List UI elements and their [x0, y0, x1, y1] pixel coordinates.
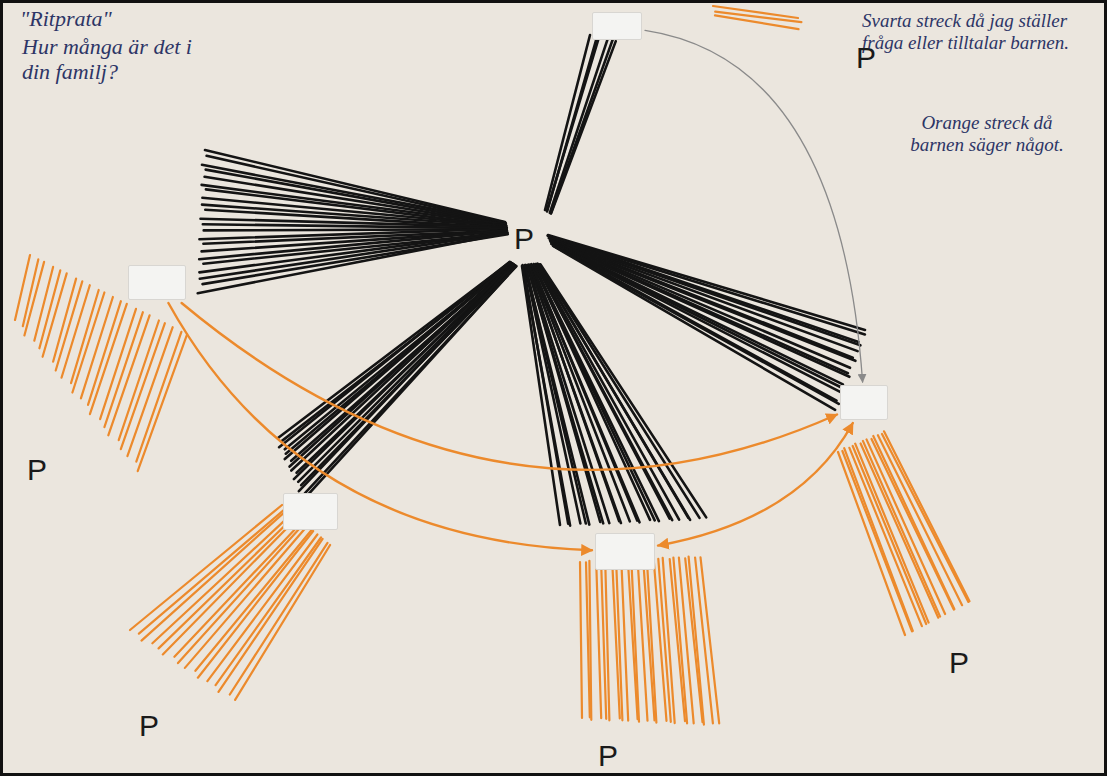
pen-stroke — [689, 557, 704, 725]
pen-stroke — [621, 560, 628, 721]
pen-stroke — [605, 560, 609, 720]
pen-stroke — [195, 530, 311, 671]
pen-stroke — [279, 262, 510, 447]
pen-stroke — [108, 315, 149, 435]
pen-stroke — [138, 334, 187, 471]
pen-stroke — [631, 559, 639, 722]
pen-stroke — [159, 516, 295, 649]
child-mark: P — [949, 646, 969, 679]
pen-stroke — [580, 562, 582, 718]
pen-stroke — [884, 431, 970, 601]
pen-stroke — [552, 242, 849, 376]
name-box: P — [283, 493, 338, 530]
legend-note: Orange streck då barnen säger något. — [902, 112, 1072, 156]
pen-stroke — [198, 233, 506, 293]
pen-stroke — [551, 41, 616, 213]
pen-stroke — [873, 436, 954, 609]
pen-stroke — [541, 264, 707, 517]
pen-stroke — [838, 452, 905, 635]
pen-stroke — [878, 435, 962, 605]
pen-stroke — [551, 240, 856, 361]
orange-stroke-fan — [713, 6, 801, 29]
sketch-title: "Ritprata" — [20, 6, 112, 31]
pen-stroke — [81, 297, 113, 398]
pen-stroke — [291, 264, 513, 471]
pen-stroke — [199, 232, 506, 273]
pen-stroke — [230, 543, 328, 695]
teacher-mark: P — [512, 222, 536, 255]
legend-note: Svarta streck då jag ställer fråga eller… — [862, 10, 1092, 54]
pen-stroke — [529, 265, 621, 524]
pen-stroke — [882, 434, 968, 602]
pen-stroke — [185, 526, 307, 668]
pen-stroke — [531, 264, 639, 522]
pen-stroke — [553, 246, 835, 410]
orange-stroke-fan — [580, 557, 719, 725]
pen-stroke — [701, 557, 720, 723]
pen-stroke — [534, 264, 659, 521]
question-note: Hur många är det i din familj? — [22, 34, 222, 85]
pen-stroke — [553, 246, 838, 404]
child-mark: P — [139, 709, 159, 742]
pen-stroke — [203, 224, 506, 228]
pen-stroke — [548, 235, 865, 330]
pen-stroke — [294, 264, 513, 479]
pen-stroke — [305, 266, 516, 498]
pen-stroke — [285, 263, 511, 459]
pen-stroke — [136, 332, 181, 462]
pen-stroke — [216, 538, 321, 686]
child-mark: P — [27, 453, 47, 486]
name-box: P — [595, 533, 655, 570]
orange-stroke-fan — [838, 431, 970, 635]
black-stroke-fan — [545, 35, 616, 213]
talk-arrow — [645, 30, 863, 382]
pen-stroke — [24, 262, 44, 336]
pen-stroke — [207, 535, 317, 682]
pen-stroke — [139, 508, 286, 634]
pen-stroke — [15, 255, 30, 320]
child-mark: P — [856, 41, 876, 74]
pen-stroke — [715, 15, 799, 29]
pen-stroke — [547, 38, 599, 211]
name-box: P — [128, 265, 186, 300]
black-stroke-fan — [548, 235, 865, 410]
pen-stroke — [200, 233, 507, 279]
pen-stroke — [685, 558, 702, 722]
talk-arrow — [182, 303, 837, 470]
pen-stroke — [550, 37, 608, 213]
pen-stroke — [219, 539, 323, 692]
pen-stroke — [670, 559, 685, 721]
orange-stroke-fan — [130, 505, 330, 700]
name-box: P — [840, 385, 888, 420]
pen-stroke — [121, 323, 165, 449]
pen-stroke — [589, 561, 591, 720]
pen-stroke — [867, 439, 946, 614]
pen-stroke — [104, 312, 142, 427]
pen-stroke — [553, 244, 843, 393]
talk-arrow — [658, 423, 853, 546]
pen-stroke — [550, 240, 850, 368]
name-box: P — [592, 12, 642, 40]
orange-stroke-fan — [15, 255, 187, 471]
pen-stroke — [53, 279, 76, 362]
pen-stroke — [596, 562, 601, 718]
talk-arrow — [168, 303, 592, 550]
black-stroke-fan — [278, 262, 516, 498]
child-mark: P — [598, 739, 618, 772]
pen-stroke — [163, 518, 297, 655]
black-stroke-fan — [198, 150, 508, 293]
pen-stroke — [235, 545, 330, 700]
pen-stroke — [71, 290, 99, 383]
pen-stroke — [638, 560, 648, 721]
